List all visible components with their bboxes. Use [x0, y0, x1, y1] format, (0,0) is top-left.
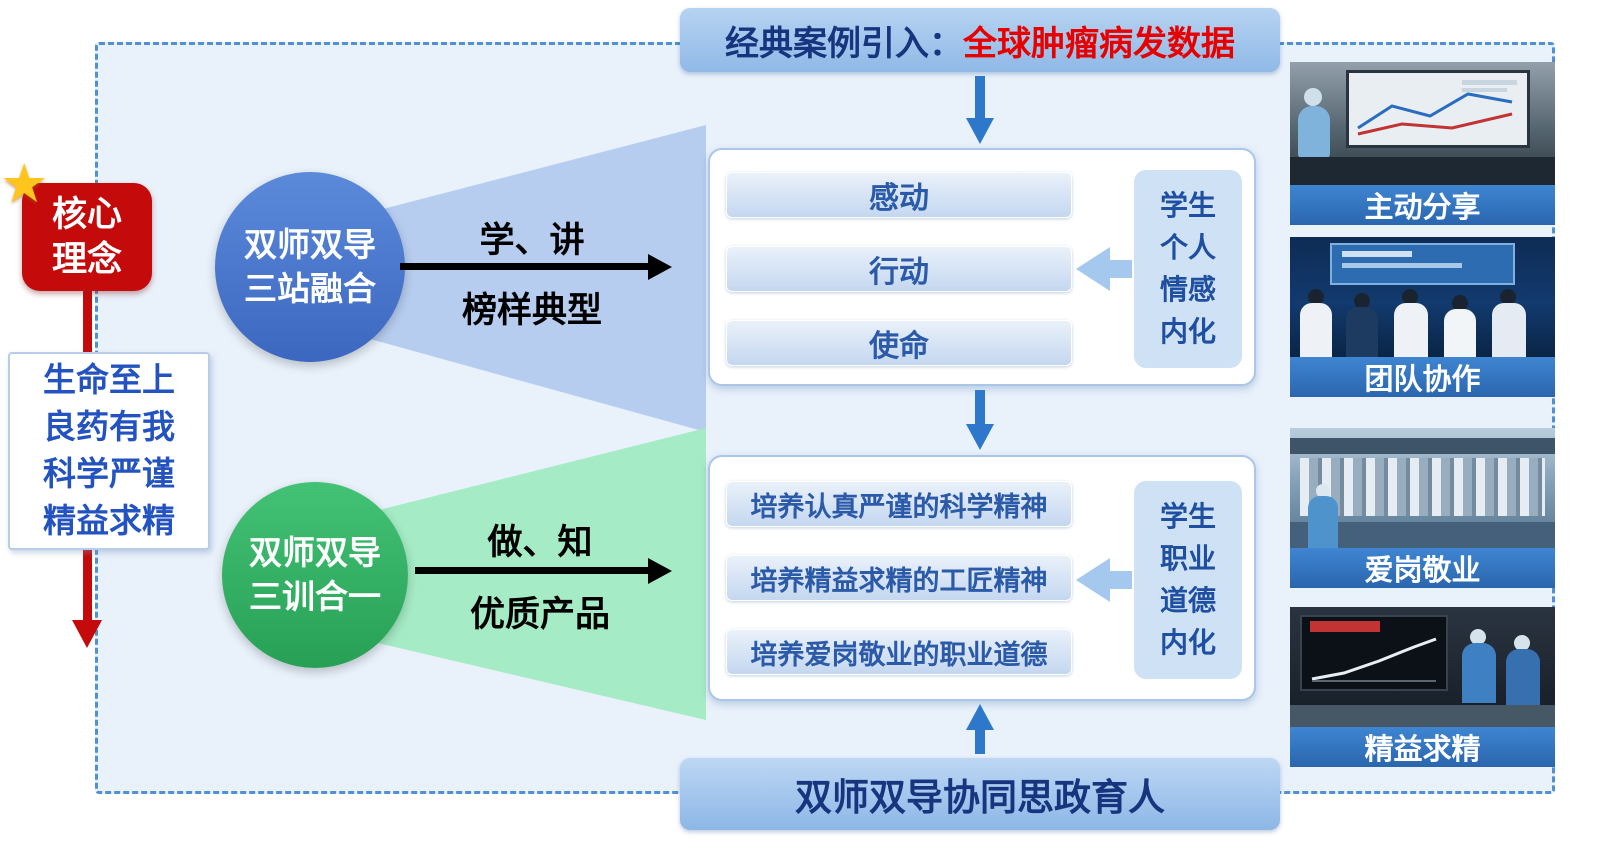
- side-line: 学生: [1159, 190, 1216, 221]
- connector3-head: [966, 704, 994, 730]
- side-line: 职业: [1159, 543, 1216, 574]
- student-emotion-box: 学生 个人 情感 内化: [1134, 170, 1242, 368]
- person-head: [1452, 295, 1468, 311]
- left-block-arrow-bar: [1108, 571, 1132, 589]
- person-head: [1316, 484, 1330, 498]
- connector1-shaft: [975, 76, 985, 118]
- photo-screen-title: [1310, 621, 1380, 632]
- photo-caption: 团队协作: [1290, 357, 1555, 397]
- flow2-label-top: 做、知: [487, 523, 593, 562]
- person-figure: [1394, 303, 1428, 357]
- person-figure: [1308, 496, 1338, 548]
- emotion-panel: 感动 行动 使命 学生 个人 情感 内化: [708, 148, 1256, 386]
- core-value-3: 科学严谨: [43, 455, 175, 492]
- person-head: [1402, 289, 1418, 305]
- left-block-arrow-head: [1076, 247, 1110, 291]
- photo-excellence: [1290, 607, 1555, 727]
- machine-beam: [1290, 438, 1555, 454]
- connector2-shaft: [975, 390, 985, 424]
- left-block-arrow-head: [1076, 558, 1110, 602]
- photo-table: [1290, 705, 1555, 727]
- flow2-arrow-shaft: [415, 567, 650, 574]
- ethics-panel: 培养认真严谨的科学精神 培养精益求精的工匠精神 培养爱岗敬业的职业道德 学生 职…: [708, 455, 1256, 701]
- side-line: 道德: [1159, 585, 1216, 616]
- flow1-arrow-shaft: [400, 263, 650, 270]
- person-head: [1470, 629, 1486, 645]
- photo-screen-line: [1342, 263, 1462, 268]
- side-line: 学生: [1159, 501, 1216, 532]
- machine-cylinders: [1300, 458, 1545, 516]
- person-figure: [1300, 303, 1332, 357]
- circle-line2: 三站融合: [244, 270, 376, 307]
- photo-active-sharing: [1290, 62, 1555, 185]
- photo-table: [1290, 157, 1555, 185]
- circle-line1: 双师双导: [244, 226, 376, 264]
- connector3-shaft: [975, 728, 985, 754]
- photo-screen-chart: [1357, 80, 1517, 136]
- item-bar: 培养爱岗敬业的职业道德: [726, 629, 1072, 675]
- person-figure: [1506, 649, 1540, 705]
- core-value-2: 良药有我: [43, 408, 175, 446]
- core-value-4: 精益求精: [43, 501, 175, 539]
- person-figure: [1298, 106, 1330, 158]
- photo-screen-chart: [1311, 637, 1437, 682]
- core-arrow-head: [72, 620, 102, 648]
- person-head: [1514, 635, 1530, 651]
- core-value-1: 生命至上: [43, 361, 175, 399]
- item-bar: 培养认真严谨的科学精神: [726, 481, 1072, 527]
- left-block-arrow-bar: [1108, 260, 1132, 278]
- person-head: [1308, 289, 1324, 305]
- item-bar: 使命: [726, 320, 1072, 366]
- side-line: 内化: [1159, 316, 1216, 347]
- bottom-banner: 双师双导协同思政育人: [680, 758, 1280, 830]
- circle-three-trainings: 双师双导 三训合一: [222, 482, 408, 668]
- flow1-arrow-head: [648, 254, 672, 280]
- person-figure: [1444, 309, 1476, 357]
- person-head: [1304, 88, 1322, 106]
- connector2-head: [966, 424, 994, 450]
- star-icon: ★: [0, 154, 49, 214]
- top-banner-prefix: 经典案例引入：: [725, 24, 963, 63]
- item-bar: 感动: [726, 172, 1072, 218]
- person-head: [1354, 293, 1370, 309]
- side-line: 情感: [1159, 274, 1216, 305]
- photo-caption: 主动分享: [1290, 185, 1555, 225]
- circle-three-stations: 双师双导 三站融合: [215, 172, 405, 362]
- student-ethics-box: 学生 职业 道德 内化: [1134, 481, 1242, 679]
- bottom-banner-label: 双师双导协同思政育人: [795, 777, 1165, 818]
- core-title-line1: 核心: [51, 194, 122, 234]
- side-line: 个人: [1159, 232, 1216, 263]
- side-line: 内化: [1159, 627, 1216, 658]
- core-concept-box: 核心 理念: [22, 183, 152, 291]
- flow2-label-bottom: 优质产品: [469, 595, 610, 634]
- connector1-head: [966, 118, 994, 144]
- core-title-line2: 理念: [51, 240, 122, 279]
- flow1-label-bottom: 榜样典型: [461, 291, 602, 330]
- flow2-arrow-head: [648, 558, 672, 584]
- photo-dedication: [1290, 428, 1555, 548]
- photo-screen-line: [1342, 251, 1412, 257]
- flow1-label-top: 学、讲: [479, 221, 585, 260]
- person-head: [1500, 289, 1516, 305]
- person-figure: [1462, 643, 1496, 703]
- photo-teamwork: [1290, 237, 1555, 357]
- circle-line2: 三训合一: [249, 578, 381, 615]
- core-values-box: 生命至上 良药有我 科学严谨 精益求精: [8, 352, 210, 550]
- photo-caption: 精益求精: [1290, 727, 1555, 767]
- photo-caption: 爱岗敬业: [1290, 548, 1555, 588]
- circle-line1: 双师双导: [249, 534, 381, 572]
- top-banner-highlight: 全球肿瘤病发数据: [963, 24, 1235, 63]
- item-bar: 培养精益求精的工匠精神: [726, 555, 1072, 601]
- item-bar: 行动: [726, 246, 1072, 292]
- person-figure: [1346, 307, 1378, 357]
- person-figure: [1492, 303, 1526, 357]
- top-banner: 经典案例引入：全球肿瘤病发数据: [680, 8, 1280, 72]
